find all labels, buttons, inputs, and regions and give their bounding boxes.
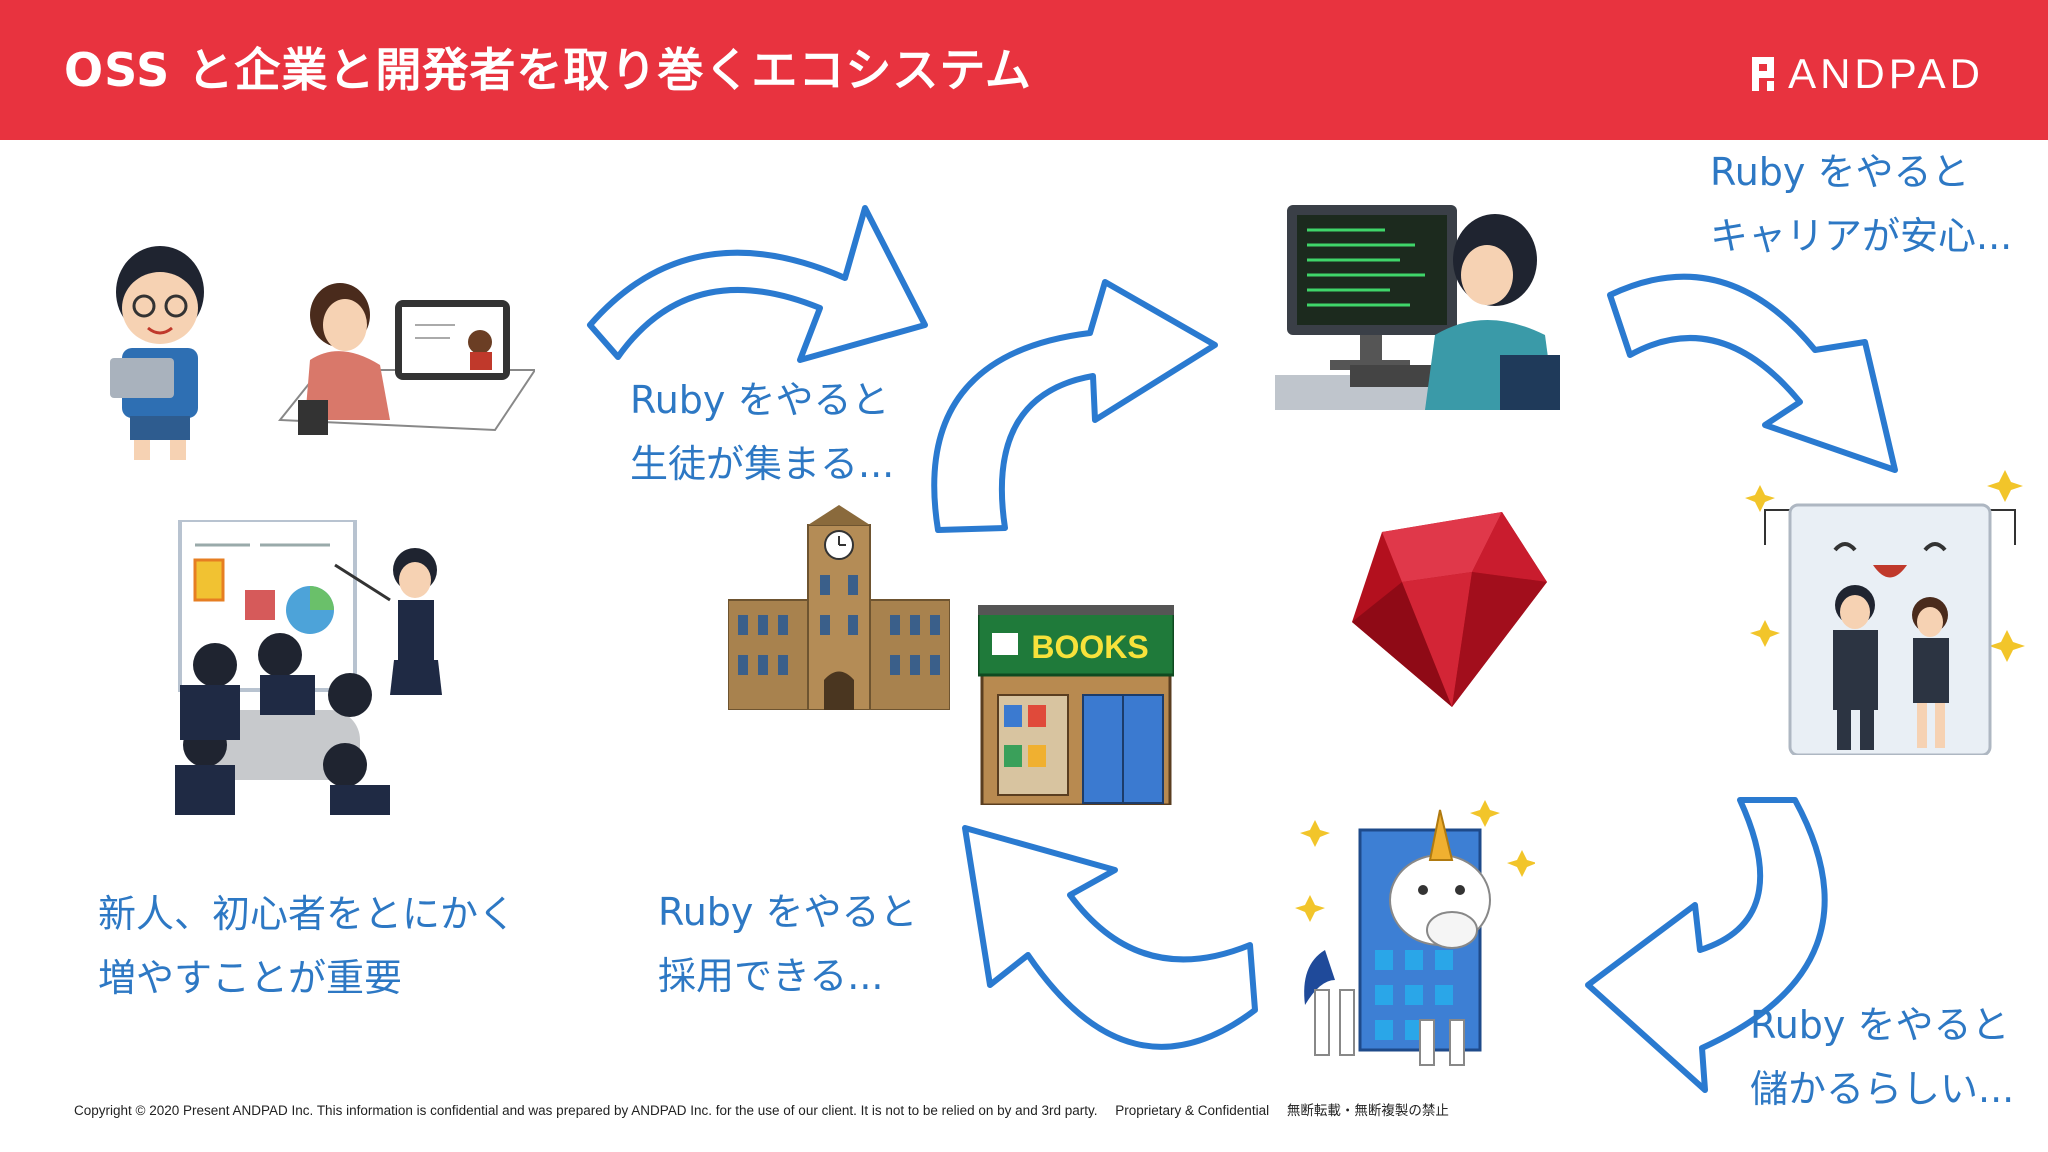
- bookstore-illustration: BOOKS: [978, 605, 1174, 805]
- programmer-illustration: [1275, 205, 1560, 410]
- arrow-top-right: [1607, 273, 1898, 473]
- andpad-logo-icon: [1752, 57, 1775, 91]
- caption-students-line2: 生徒が集まる...: [630, 442, 895, 486]
- arrow-center-up: [931, 279, 1218, 533]
- footer-copyright: Copyright © 2020 Present ANDPAD Inc. Thi…: [74, 1103, 1098, 1118]
- student-laptop-illustration: [110, 246, 204, 460]
- unicorn-company-illustration: [1295, 800, 1535, 1066]
- arrow-bottom: [962, 825, 1258, 1050]
- happy-company-illustration: [1745, 470, 2025, 755]
- bookstore-sign: BOOKS: [1031, 629, 1148, 665]
- caption-students: Ruby をやると 生徒が集まる...: [630, 368, 894, 496]
- caption-profit: Ruby をやると 儲かるらしい...: [1750, 993, 2014, 1121]
- slide-title: OSS と企業と開発者を取り巻くエコシステム: [64, 43, 1032, 97]
- caption-career: Ruby をやると キャリアが安心...: [1710, 140, 2012, 268]
- caption-beginners-line1: 新人、初心者をとにかく: [98, 892, 517, 936]
- caption-beginners: 新人、初心者をとにかく 増やすことが重要: [98, 882, 516, 1010]
- caption-profit-line2: 儲かるらしい...: [1750, 1067, 2015, 1111]
- classroom-presentation-illustration: [175, 520, 442, 815]
- caption-hiring-line2: 採用できる...: [658, 954, 884, 998]
- caption-hiring-line1: Ruby をやると: [658, 890, 918, 934]
- caption-students-line1: Ruby をやると: [630, 378, 890, 422]
- online-lesson-illustration: [277, 283, 535, 435]
- footer-legal: Copyright © 2020 Present ANDPAD Inc. Thi…: [74, 1099, 1463, 1119]
- caption-beginners-line2: 増やすことが重要: [98, 956, 403, 1000]
- ruby-gem-icon: [1352, 512, 1547, 707]
- arrow-right-down: [1585, 797, 1828, 1093]
- caption-career-line1: Ruby をやると: [1710, 150, 1970, 194]
- header-bar: OSS と企業と開発者を取り巻くエコシステム ANDPAD: [0, 0, 2048, 140]
- caption-career-line2: キャリアが安心...: [1710, 214, 2013, 258]
- footer-proprietary: Proprietary & Confidential: [1115, 1103, 1270, 1118]
- brand-name: ANDPAD: [1788, 50, 1984, 97]
- caption-hiring: Ruby をやると 採用できる...: [658, 880, 917, 1008]
- footer-notice: 無断転載・無断複製の禁止: [1286, 1103, 1449, 1118]
- brand-logo: ANDPAD: [1752, 50, 1984, 98]
- university-illustration: [728, 505, 950, 710]
- arrow-top-left: [587, 205, 928, 363]
- caption-profit-line1: Ruby をやると: [1750, 1003, 2010, 1047]
